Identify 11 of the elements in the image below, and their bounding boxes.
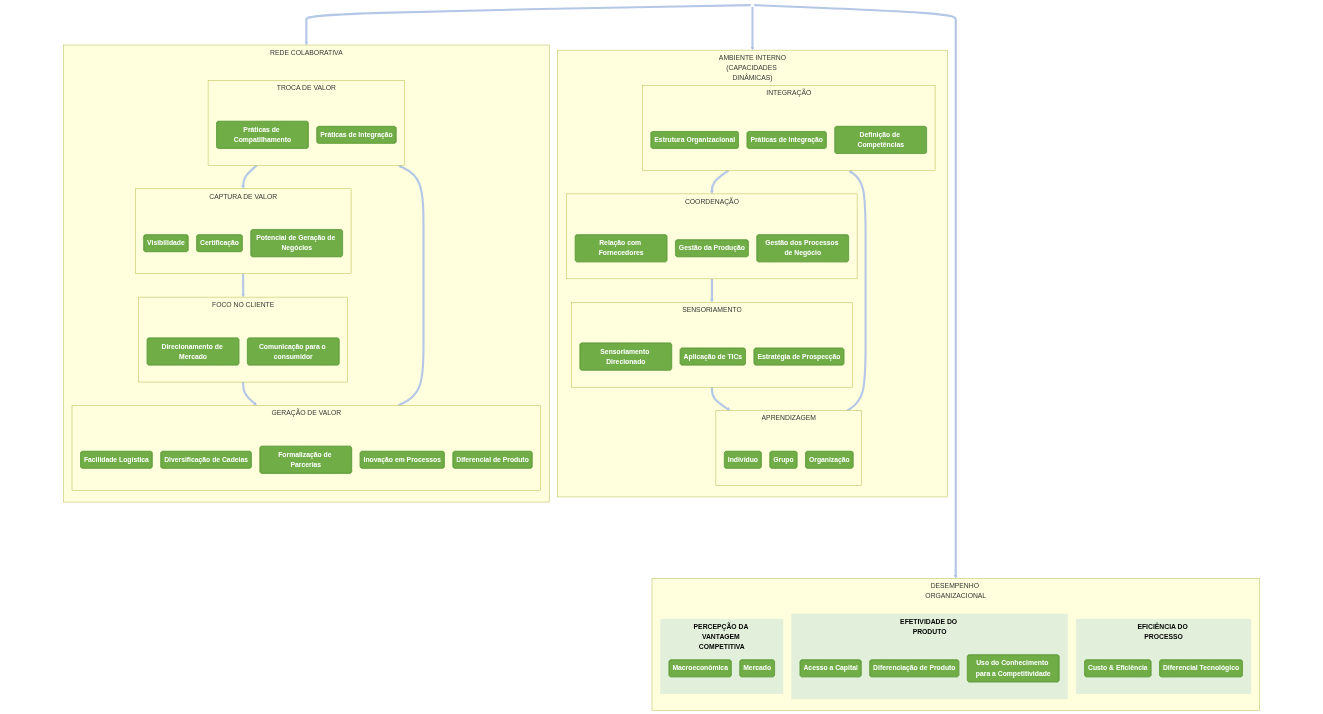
arrow bbox=[397, 165, 425, 407]
arrow bbox=[304, 4, 751, 46]
arrow bbox=[710, 169, 730, 195]
arrow bbox=[242, 382, 257, 406]
arrow bbox=[846, 170, 867, 412]
arrow bbox=[241, 273, 245, 298]
arrow bbox=[710, 387, 731, 411]
arrow bbox=[241, 164, 258, 189]
arrow bbox=[754, 4, 958, 579]
arrow bbox=[750, 6, 755, 51]
arrow bbox=[710, 278, 714, 303]
